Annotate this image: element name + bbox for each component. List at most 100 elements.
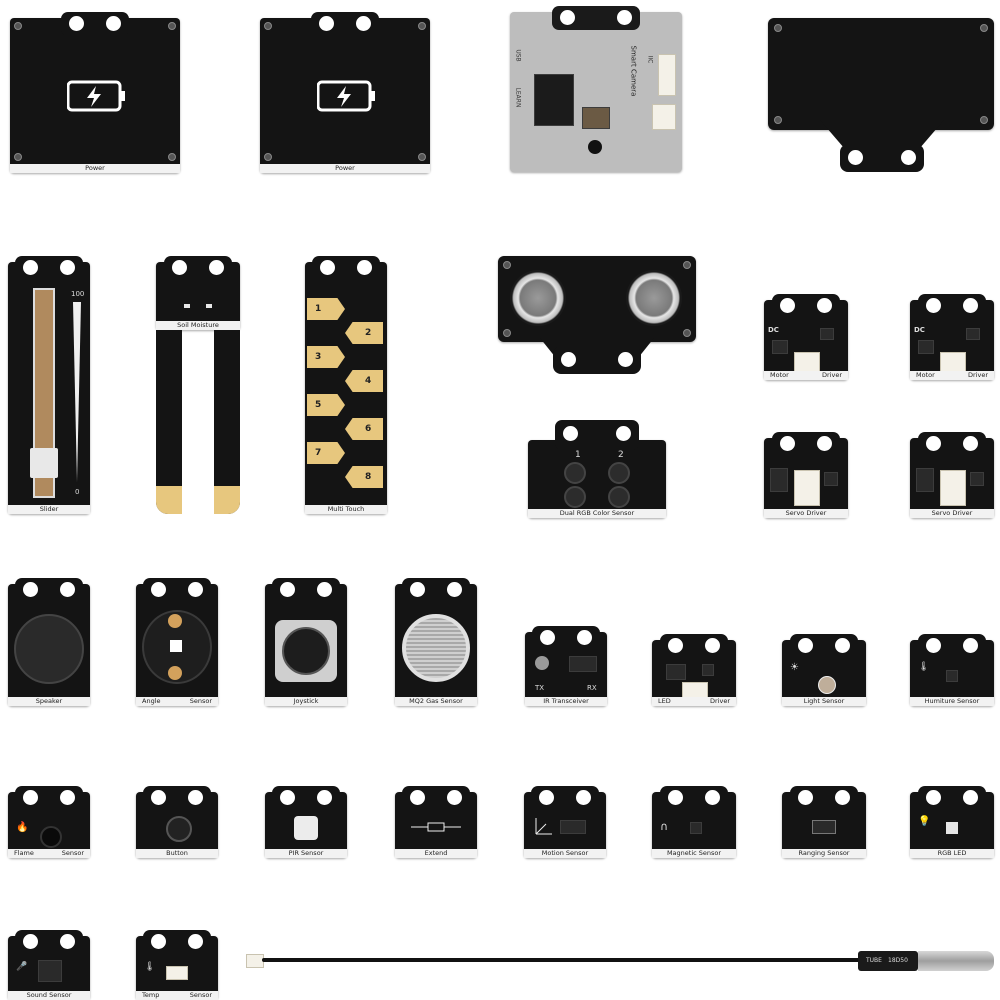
motor-connector xyxy=(794,352,820,372)
button-module: Button xyxy=(136,786,218,858)
touch-pad-6[interactable]: 6 xyxy=(345,418,383,440)
magnet-icon: ∩ xyxy=(660,820,669,833)
slider-module: 100 0 Slider xyxy=(8,256,90,514)
soil-probe-right xyxy=(214,330,240,514)
module-label: Speaker xyxy=(8,697,90,706)
bulb-icon: 💡 xyxy=(918,816,931,827)
module-label: Power xyxy=(260,164,430,173)
mounting-tab xyxy=(552,6,640,30)
mounting-tab xyxy=(660,634,728,658)
mq2-gas-sensor-module: MQ2 Gas Sensor xyxy=(395,578,477,706)
touch-pad-4[interactable]: 4 xyxy=(345,370,383,392)
mounting-tab xyxy=(272,786,340,810)
mounting-tab xyxy=(660,786,728,810)
rgb-led-module: 💡 RGB LED xyxy=(910,786,994,858)
light-sensor-module: ☀ Light Sensor xyxy=(782,634,866,706)
touch-pad-5[interactable]: 5 xyxy=(307,394,345,416)
camera-brand: Smart Camera xyxy=(629,45,638,97)
mounting-tab xyxy=(272,578,340,602)
mounting-tab xyxy=(143,930,211,954)
mounting-tab xyxy=(918,432,986,456)
mounting-tab xyxy=(772,432,840,456)
sound-sensor-module: 🎤 Sound Sensor xyxy=(8,930,90,1000)
ultrasonic-mount xyxy=(553,346,641,374)
mounting-tab xyxy=(143,786,211,810)
joystick-knob[interactable] xyxy=(282,627,330,675)
axes-icon xyxy=(535,818,552,835)
mounting-tab xyxy=(312,256,380,280)
motion-sensor-module: Motion Sensor xyxy=(524,786,606,858)
ultrasonic-transducer-right xyxy=(626,270,682,326)
rx-label: RX xyxy=(587,684,597,692)
display-tab xyxy=(820,120,944,146)
learn-label: LEARN xyxy=(514,87,522,108)
temp-connector xyxy=(166,966,188,980)
mounting-tab xyxy=(15,578,83,602)
probe-sleeve: TUBE 18D50 xyxy=(858,951,918,971)
probe-model-label: 18D50 xyxy=(888,957,908,964)
extend-module: Extend xyxy=(395,786,477,858)
mounting-tab xyxy=(402,578,470,602)
gas-sensor-mesh xyxy=(402,614,470,682)
motor-connector xyxy=(940,352,966,372)
soil-moisture-module: Soil Moisture xyxy=(156,256,240,330)
mounting-tab xyxy=(61,12,129,36)
module-label: Servo Driver xyxy=(764,509,848,518)
slider-knob xyxy=(30,448,58,478)
push-button[interactable] xyxy=(166,816,192,842)
touch-pad-7[interactable]: 7 xyxy=(307,442,345,464)
speaker-grille xyxy=(14,614,84,684)
touch-pad-8[interactable]: 8 xyxy=(345,466,383,488)
module-label: RGB LED xyxy=(910,849,994,858)
servo-connector xyxy=(794,470,820,506)
mounting-tab xyxy=(311,12,379,36)
led-connector xyxy=(682,682,708,698)
magnetic-sensor-module: ∩ Magnetic Sensor xyxy=(652,786,736,858)
mounting-tab xyxy=(15,786,83,810)
usb-label: USB xyxy=(514,49,522,62)
display-module xyxy=(768,18,994,130)
mounting-tab xyxy=(790,786,858,810)
touch-pad-3[interactable]: 3 xyxy=(307,346,345,368)
module-label: Magnetic Sensor xyxy=(652,849,736,858)
microphone-icon: 🎤 xyxy=(16,962,28,972)
ranging-sensor-module: Ranging Sensor xyxy=(782,786,866,858)
module-label: Motion Sensor xyxy=(524,849,606,858)
ir-transceiver-module: TX RX IR Transceiver xyxy=(525,626,607,706)
servo-driver-module-1: Servo Driver xyxy=(764,432,848,518)
module-label: Power xyxy=(10,164,180,173)
mounting-tab xyxy=(918,294,986,318)
dc-label: DC xyxy=(768,326,779,334)
power-module-1: Power xyxy=(10,12,180,173)
battery-charging-icon xyxy=(317,80,375,112)
dc-label: DC xyxy=(914,326,925,334)
module-label: Slider xyxy=(8,505,90,514)
touch-pad-1[interactable]: 1 xyxy=(307,298,345,320)
module-label: Multi Touch xyxy=(305,505,387,514)
module-label: MQ2 Gas Sensor xyxy=(395,697,477,706)
module-label: PIR Sensor xyxy=(265,849,347,858)
mounting-tab xyxy=(402,786,470,810)
camera-chip xyxy=(582,107,610,129)
slider-min: 0 xyxy=(75,488,80,496)
probe-tip xyxy=(918,951,994,971)
module-label: IR Transceiver xyxy=(525,697,607,706)
mounting-tab xyxy=(918,786,986,810)
extend-icon xyxy=(411,822,461,832)
pir-sensor-module: PIR Sensor xyxy=(265,786,347,858)
module-label: Soil Moisture xyxy=(156,321,240,330)
slider-track xyxy=(33,288,55,498)
module-label: Dual RGB Color Sensor xyxy=(528,509,666,518)
connector xyxy=(658,54,676,96)
thermometer-icon: 🌡 xyxy=(144,962,156,972)
connector xyxy=(652,104,676,130)
joystick-module: Joystick xyxy=(265,578,347,706)
touch-pad-2[interactable]: 2 xyxy=(345,322,383,344)
